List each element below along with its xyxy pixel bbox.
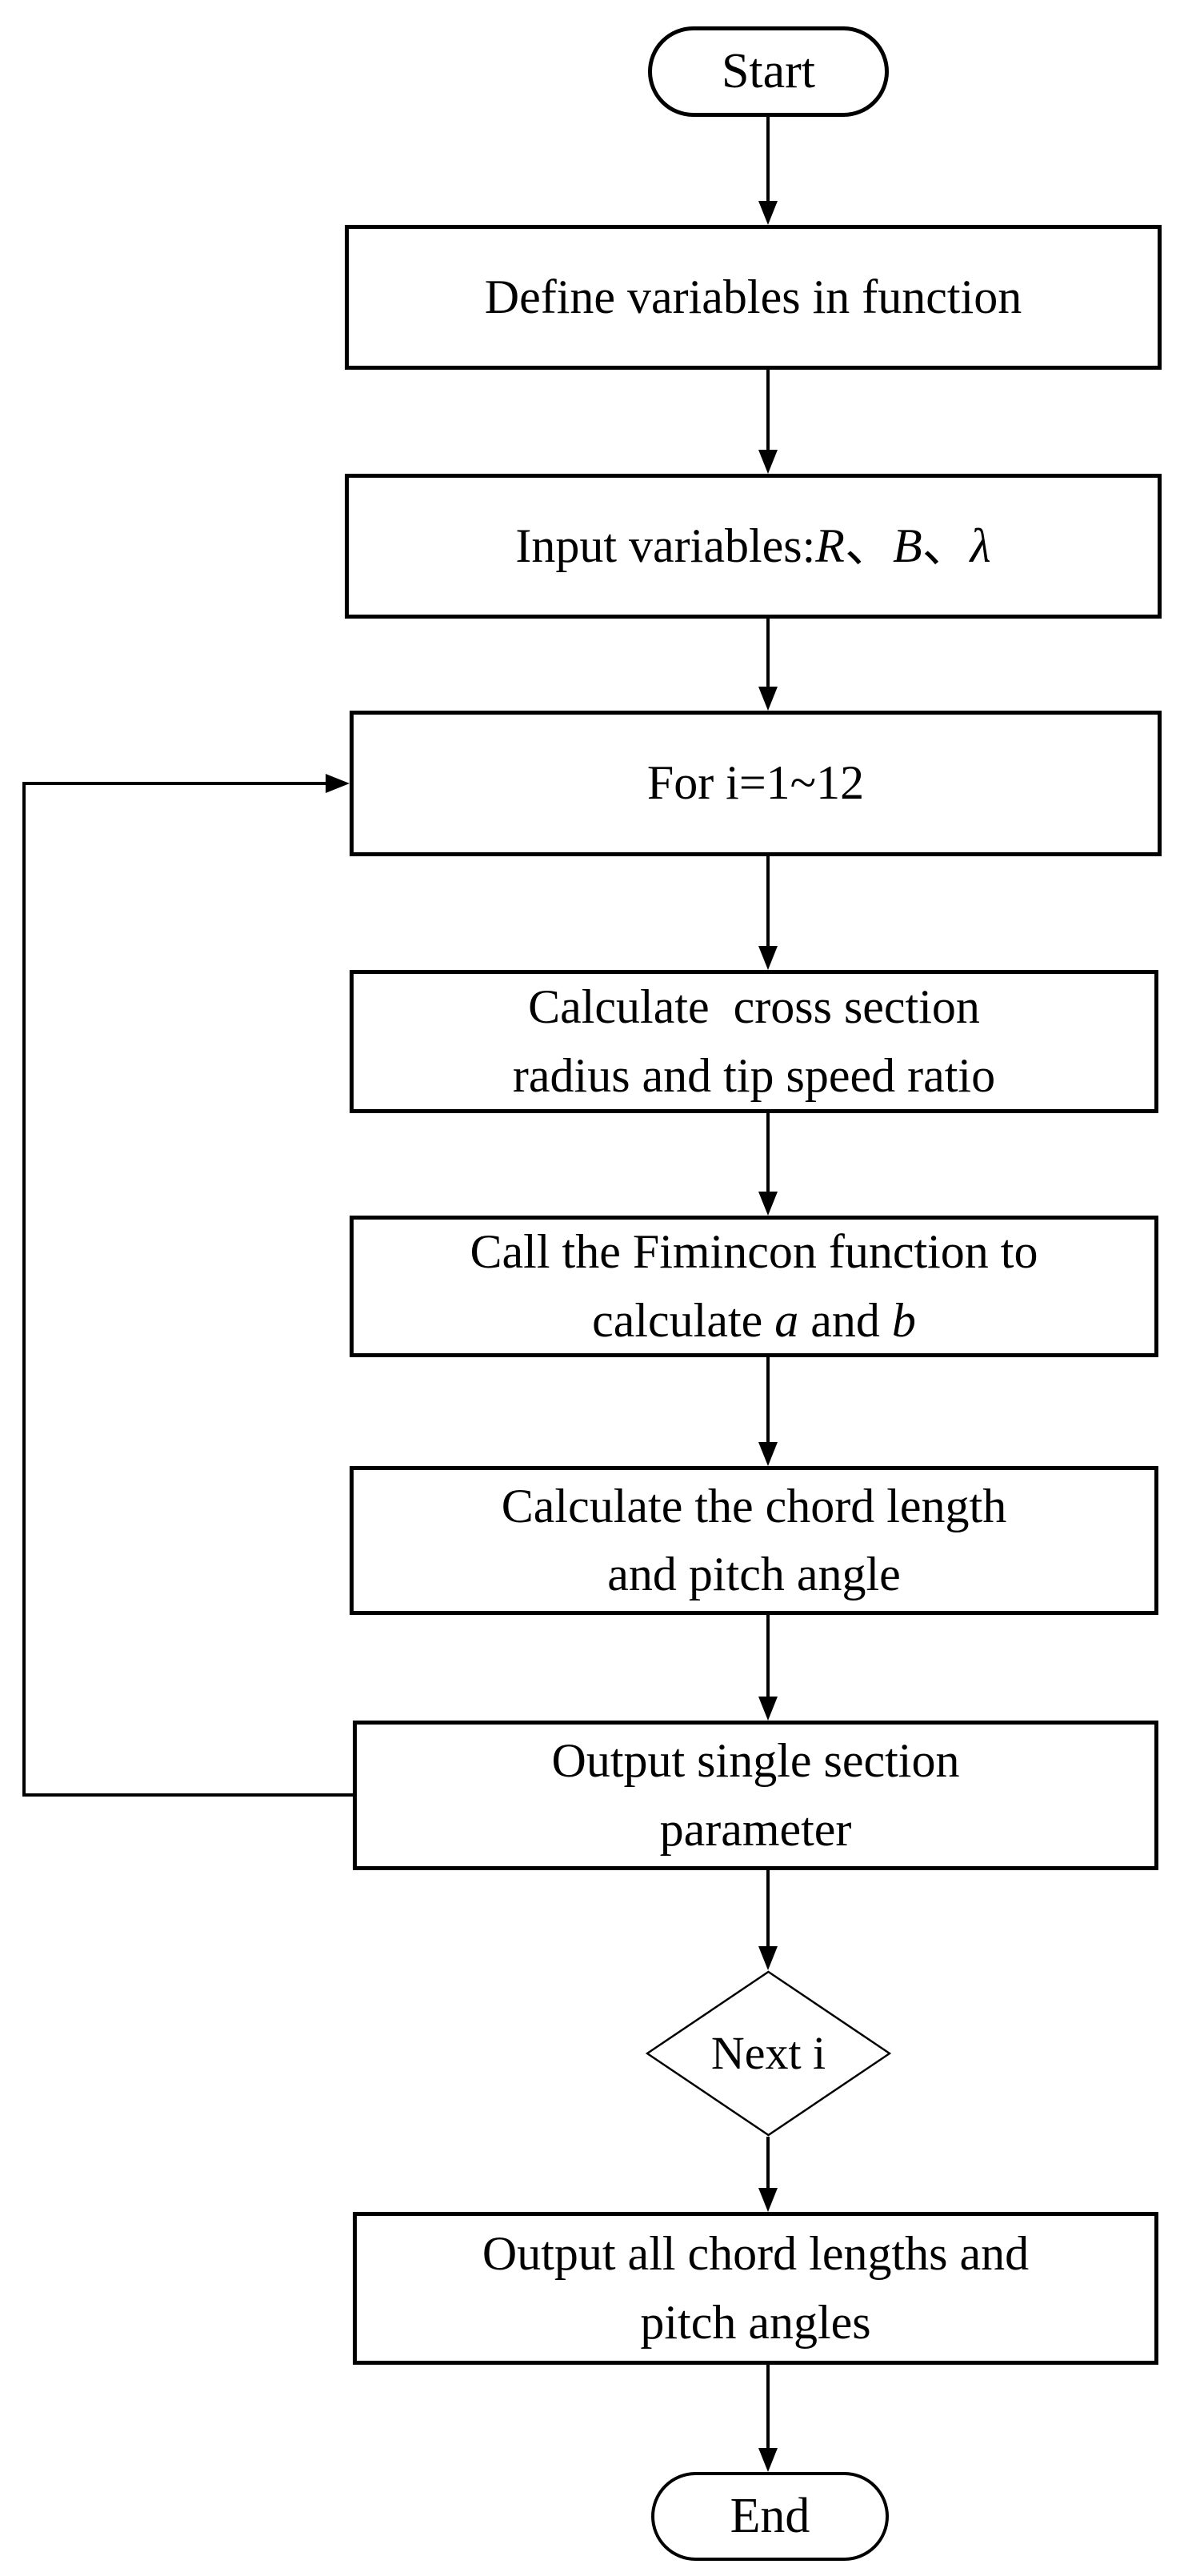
loopback-vertical-segment (22, 782, 26, 1797)
node-end: End (651, 2472, 889, 2561)
arrowhead-input-for (758, 687, 778, 711)
connector-outputall-end (766, 2365, 770, 2448)
node-output-single: Output single section parameter (353, 1721, 1158, 1870)
arrowhead-nexti-outputall (758, 2188, 778, 2212)
connector-calccross-fimincon (766, 1113, 770, 1192)
node-next-i-decision: Next i (646, 1970, 891, 2137)
input-sep2: 、 (922, 519, 970, 572)
node-for-loop: For i=1~12 (350, 711, 1162, 856)
connector-for-calccross (766, 856, 770, 946)
fimincon-var-a: a (774, 1293, 799, 1347)
connector-input-for (766, 619, 770, 687)
diamond-shape (646, 1970, 891, 2137)
input-variables-label: Input variables:R、B、λ (515, 512, 990, 580)
calc-chord-line2: and pitch angle (607, 1548, 901, 1600)
arrowhead-outputsingle-nexti (758, 1946, 778, 1970)
node-calc-cross-section: Calculate cross section radius and tip s… (350, 970, 1158, 1113)
fimincon-line1: Call the Fimincon function to (470, 1225, 1038, 1279)
input-var-lambda: λ (970, 519, 991, 572)
fimincon-var-b: b (891, 1293, 916, 1347)
start-label: Start (721, 44, 816, 99)
arrowhead-calccross-fimincon (758, 1192, 778, 1216)
loopback-bottom-segment (22, 1793, 353, 1797)
fimincon-line2-mid: and (798, 1293, 892, 1347)
node-input-variables: Input variables:R、B、λ (345, 474, 1162, 619)
node-start: Start (648, 26, 889, 117)
output-single-line1: Output single section (551, 1734, 960, 1788)
loopback-top-segment (22, 782, 326, 785)
arrowhead-loopback-for (326, 774, 350, 793)
connector-nexti-outputall (766, 2137, 770, 2188)
output-all-line2: pitch angles (640, 2295, 871, 2349)
node-calc-chord: Calculate the chord length and pitch ang… (350, 1466, 1158, 1615)
for-loop-label: For i=1~12 (646, 756, 865, 810)
arrowhead-calcchord-outputsingle (758, 1697, 778, 1721)
output-all-line1: Output all chord lengths and (482, 2227, 1030, 2281)
calc-cross-line2: radius and tip speed ratio (512, 1048, 996, 1102)
arrowhead-fimincon-calcchord (758, 1442, 778, 1466)
calc-cross-line1: Calculate cross section (528, 980, 980, 1034)
calc-chord-line1: Calculate the chord length (501, 1479, 1007, 1532)
connector-outputsingle-nexti (766, 1870, 770, 1946)
next-i-label: Next i (710, 2026, 826, 2079)
arrowhead-outputall-end (758, 2448, 778, 2472)
end-label: End (730, 2489, 810, 2544)
define-variables-label: Define variables in function (484, 270, 1022, 323)
input-var-b: B (892, 519, 922, 572)
connector-fimincon-calcchord (766, 1357, 770, 1442)
node-define-variables: Define variables in function (345, 225, 1162, 370)
output-single-line2: parameter (659, 1802, 852, 1856)
node-call-fimincon: Call the Fimincon function to calculate … (350, 1216, 1158, 1357)
connector-start-define (766, 117, 770, 201)
fimincon-line2-prefix: calculate (592, 1293, 775, 1347)
input-sep1: 、 (844, 519, 893, 572)
input-variables-prefix: Input variables: (515, 519, 816, 572)
arrowhead-define-input (758, 450, 778, 474)
fimincon-line2: calculate a and b (592, 1287, 916, 1355)
node-output-all: Output all chord lengths and pitch angle… (353, 2212, 1158, 2365)
connector-define-input (766, 370, 770, 450)
connector-calcchord-outputsingle (766, 1615, 770, 1697)
arrowhead-for-calccross (758, 946, 778, 970)
input-var-r: R (815, 519, 845, 572)
arrowhead-start-define (758, 201, 778, 225)
